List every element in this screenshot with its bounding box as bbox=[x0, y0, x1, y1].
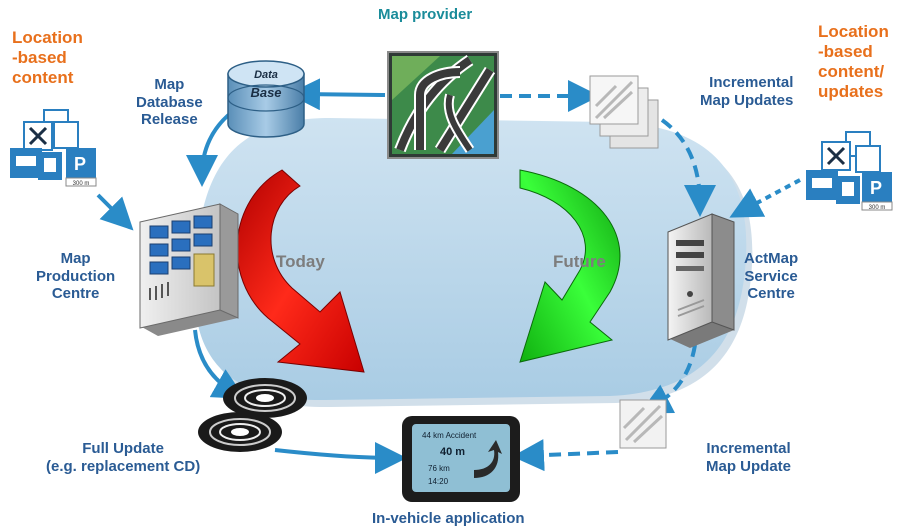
poi-sign-text-right: 300 m bbox=[869, 205, 886, 211]
nav-line2: 40 m bbox=[440, 446, 465, 458]
database-icon: Data Base bbox=[227, 60, 305, 138]
document-stack-icon bbox=[589, 75, 659, 149]
poi-parking-glyph-right: P bbox=[870, 178, 882, 198]
flow-cd-to-vehicle bbox=[274, 441, 407, 474]
actmap-centre-line3: Centre bbox=[747, 285, 795, 303]
in-vehicle-label: In-vehicle application bbox=[372, 510, 525, 527]
lbc-left-label: Location -based content bbox=[12, 28, 83, 88]
navigation-device-icon: 44 km Accident 40 m 76 km 14:20 bbox=[402, 416, 520, 502]
map-provider-label: Map provider bbox=[378, 6, 473, 23]
lbc-right-line2: -based bbox=[818, 42, 873, 62]
future-label: Future bbox=[553, 252, 606, 271]
map-production-line1: Map bbox=[60, 250, 91, 267]
today-label: Today bbox=[276, 252, 325, 271]
server-tower-icon bbox=[667, 213, 735, 348]
flow-lbc-to-production bbox=[96, 193, 134, 231]
full-update-label: Full Update (e.g. replacement CD) bbox=[46, 440, 200, 475]
flow-actmap-to-incremental bbox=[639, 344, 697, 414]
lbc-right-label: Location -based content/ updates bbox=[818, 22, 889, 102]
flow-incremental-to-vehicle bbox=[512, 439, 619, 472]
map-provider-icon bbox=[387, 51, 499, 159]
map-db-release-line1: Map bbox=[154, 76, 185, 93]
flow-database-to-production bbox=[186, 110, 234, 187]
future-arrow bbox=[519, 169, 621, 363]
lbc-right-line1: Location bbox=[818, 22, 889, 41]
flow-updates-to-actmap bbox=[660, 118, 716, 217]
lbc-left-line2: -based bbox=[12, 48, 67, 68]
flow-arrows bbox=[96, 78, 801, 474]
incremental-update-label: Incremental Map Update bbox=[706, 440, 791, 475]
lbc-left-line1: Location bbox=[12, 28, 83, 47]
full-update-line2: (e.g. replacement CD) bbox=[46, 457, 201, 475]
cd-discs-icon bbox=[198, 378, 307, 452]
poi-sign-text-left: 300 m bbox=[73, 181, 90, 187]
actmap-centre-line2: Service bbox=[744, 267, 798, 285]
nav-line1: 44 km Accident bbox=[422, 431, 477, 440]
lbc-right-line3: content/ bbox=[818, 62, 885, 82]
database-icon-line1: Data bbox=[254, 69, 278, 81]
actmap-centre-label: ActMap Service Centre bbox=[744, 250, 798, 303]
nav-line4: 14:20 bbox=[428, 477, 449, 486]
poi-parking-glyph: P bbox=[74, 154, 86, 174]
poi-signs-icon-right: P 300 m bbox=[806, 131, 893, 211]
map-db-release-line2: Database bbox=[136, 93, 203, 111]
map-production-line2: Production bbox=[36, 267, 116, 285]
incremental-updates-label: Incremental Map Updates bbox=[700, 74, 793, 109]
incremental-update-line1: Incremental bbox=[706, 440, 791, 457]
flow-lbc-to-actmap bbox=[729, 178, 801, 218]
lbc-left-line3: content bbox=[12, 68, 74, 88]
today-arrow bbox=[236, 169, 365, 373]
actmap-centre-line1: ActMap bbox=[744, 250, 799, 267]
poi-signs-icon: P 300 m bbox=[10, 109, 97, 187]
map-production-label: Map Production Centre bbox=[36, 250, 115, 303]
lbc-right-line4: updates bbox=[818, 82, 884, 102]
incremental-updates-line1: Incremental bbox=[709, 74, 794, 91]
nav-line3: 76 km bbox=[428, 464, 450, 473]
production-rack-icon bbox=[139, 203, 239, 336]
flow-provider-to-database bbox=[288, 78, 386, 111]
incremental-document-icon bbox=[619, 399, 667, 449]
database-icon-line2: Base bbox=[250, 85, 281, 100]
full-update-line1: Full Update bbox=[82, 440, 164, 457]
map-production-line3: Centre bbox=[51, 285, 100, 303]
map-db-release-line3: Release bbox=[140, 111, 198, 129]
incremental-updates-line2: Map Updates bbox=[700, 91, 794, 109]
map-db-release-label: Map Database Release bbox=[136, 76, 203, 129]
incremental-update-line2: Map Update bbox=[706, 457, 792, 475]
